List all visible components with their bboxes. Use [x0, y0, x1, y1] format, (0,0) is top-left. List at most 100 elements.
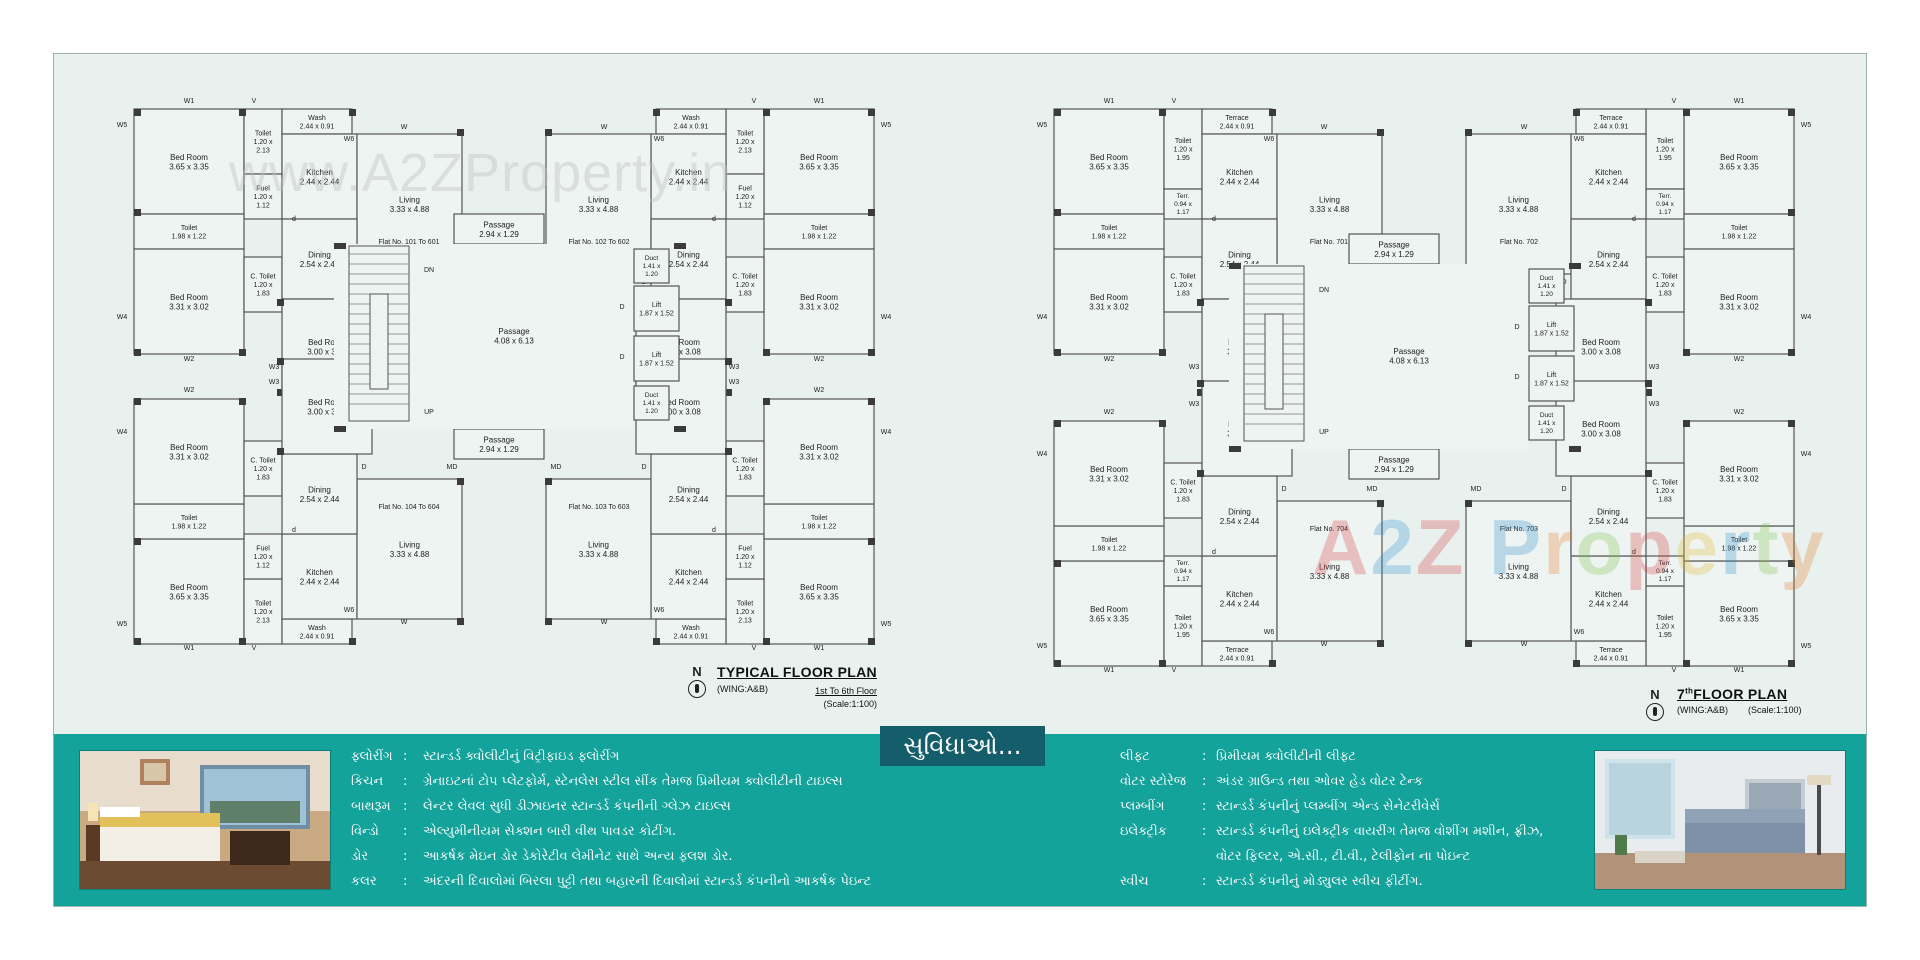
north-compass-icon	[1646, 703, 1664, 721]
window-label: W2	[1104, 409, 1115, 416]
wash	[281, 108, 353, 135]
logo-letter: e	[1674, 503, 1721, 591]
staircase	[348, 245, 410, 422]
window-label: W6	[1574, 629, 1585, 636]
column	[277, 448, 284, 455]
fuel-room	[725, 533, 765, 580]
amenity-value: અંડર ગ્રાઉન્ડ તથા ઓવર હેડ વોટર ટેન્ક	[1216, 774, 1423, 789]
window-label: W4	[881, 429, 892, 436]
flat-number: Flat No. 702	[1500, 239, 1538, 246]
north-label: N	[692, 664, 702, 679]
dining	[281, 453, 358, 535]
amenities-right-list: લીફ્ટ:પ્રિમીયમ ક્વોલીટીની લીફ્ટ વોટર સ્ટ…	[1120, 744, 1590, 894]
column	[868, 349, 875, 356]
amenity-label: ઇલેક્ટ્રીક	[1120, 824, 1167, 839]
window-label: W	[601, 619, 608, 626]
passage	[453, 428, 545, 460]
column	[674, 426, 686, 432]
column	[1197, 380, 1204, 387]
wash	[655, 618, 727, 645]
door-label: d	[1212, 549, 1216, 556]
dining	[650, 453, 727, 535]
amenity-value: વોટર ફિલ્ટર, એ.સી., ટી.વી., ટેલીફોન ના પ…	[1216, 849, 1471, 864]
duct	[633, 248, 670, 284]
column	[134, 209, 141, 216]
column	[1645, 470, 1652, 477]
bedroom-master	[763, 108, 875, 215]
window-label: W6	[1264, 136, 1275, 143]
bedroom-master	[1683, 108, 1795, 215]
lift	[633, 335, 680, 382]
window-label: W2	[184, 356, 195, 363]
column	[277, 389, 284, 396]
window-label: W3	[1189, 364, 1200, 371]
kitchen	[281, 133, 358, 220]
amenity-colon: :	[1202, 799, 1207, 814]
window-label: W3	[1649, 364, 1660, 371]
window-label: W3	[729, 364, 740, 371]
amenity-value: સ્ટાન્ડર્ડ કંપનીનું પ્લમ્બીંગ એન્ડ સેનેટ…	[1216, 799, 1440, 814]
flat-number: Flat No. 701	[1310, 239, 1348, 246]
amenity-value: એલ્યુમીનીયમ સેક્શન બારી વીથ પાવડર કોટીંગ…	[423, 824, 677, 839]
window-label: W5	[117, 122, 128, 129]
bedroom-photo	[79, 750, 331, 890]
amenity-label: વિન્ડો	[351, 824, 379, 839]
stair-up-label: UP	[424, 409, 434, 416]
column	[1054, 420, 1061, 427]
column	[1683, 420, 1690, 427]
terrace	[1201, 640, 1273, 667]
column	[1683, 109, 1690, 116]
door-label: D	[1514, 324, 1519, 331]
amenity-value: લેન્ટર લેવલ સુધી ડીઝાઇનર સ્ટાન્ડર્ડ કંપન…	[423, 799, 731, 814]
amenity-label: બાથરૂમ	[351, 799, 391, 814]
amenity-colon: :	[1202, 874, 1207, 889]
column	[1788, 349, 1795, 356]
column	[457, 478, 464, 485]
flat-number: Flat No. 103 To 603	[569, 504, 630, 511]
door-label: d	[292, 216, 296, 223]
terrace	[1575, 108, 1647, 135]
amenity-colon: :	[403, 774, 408, 789]
window-label: W5	[881, 621, 892, 628]
toilet-wide	[133, 213, 245, 250]
column	[1229, 446, 1241, 452]
window-label: W5	[1037, 643, 1048, 650]
column	[1683, 349, 1690, 356]
watermark-url: www.A2ZProperty.in	[229, 143, 733, 203]
amenity-row-continued: વોટર ફિલ્ટર, એ.સી., ટી.વી., ટેલીફોન ના પ…	[1120, 844, 1590, 869]
seventh-title-sup: th	[1685, 686, 1694, 696]
kitchen	[1570, 555, 1647, 642]
window-label: W5	[881, 122, 892, 129]
column	[334, 426, 346, 432]
common-toilet	[1645, 462, 1685, 519]
duct	[1528, 405, 1565, 441]
column	[1645, 389, 1652, 396]
bedroom	[1683, 420, 1795, 527]
bedroom	[763, 398, 875, 505]
amenity-colon: :	[403, 799, 408, 814]
flat-number: Flat No. 104 To 604	[379, 504, 440, 511]
bedroom-master	[133, 538, 245, 645]
door-label: d	[712, 216, 716, 223]
bedroom	[763, 248, 875, 355]
column	[277, 358, 284, 365]
window-label: W2	[1734, 356, 1745, 363]
